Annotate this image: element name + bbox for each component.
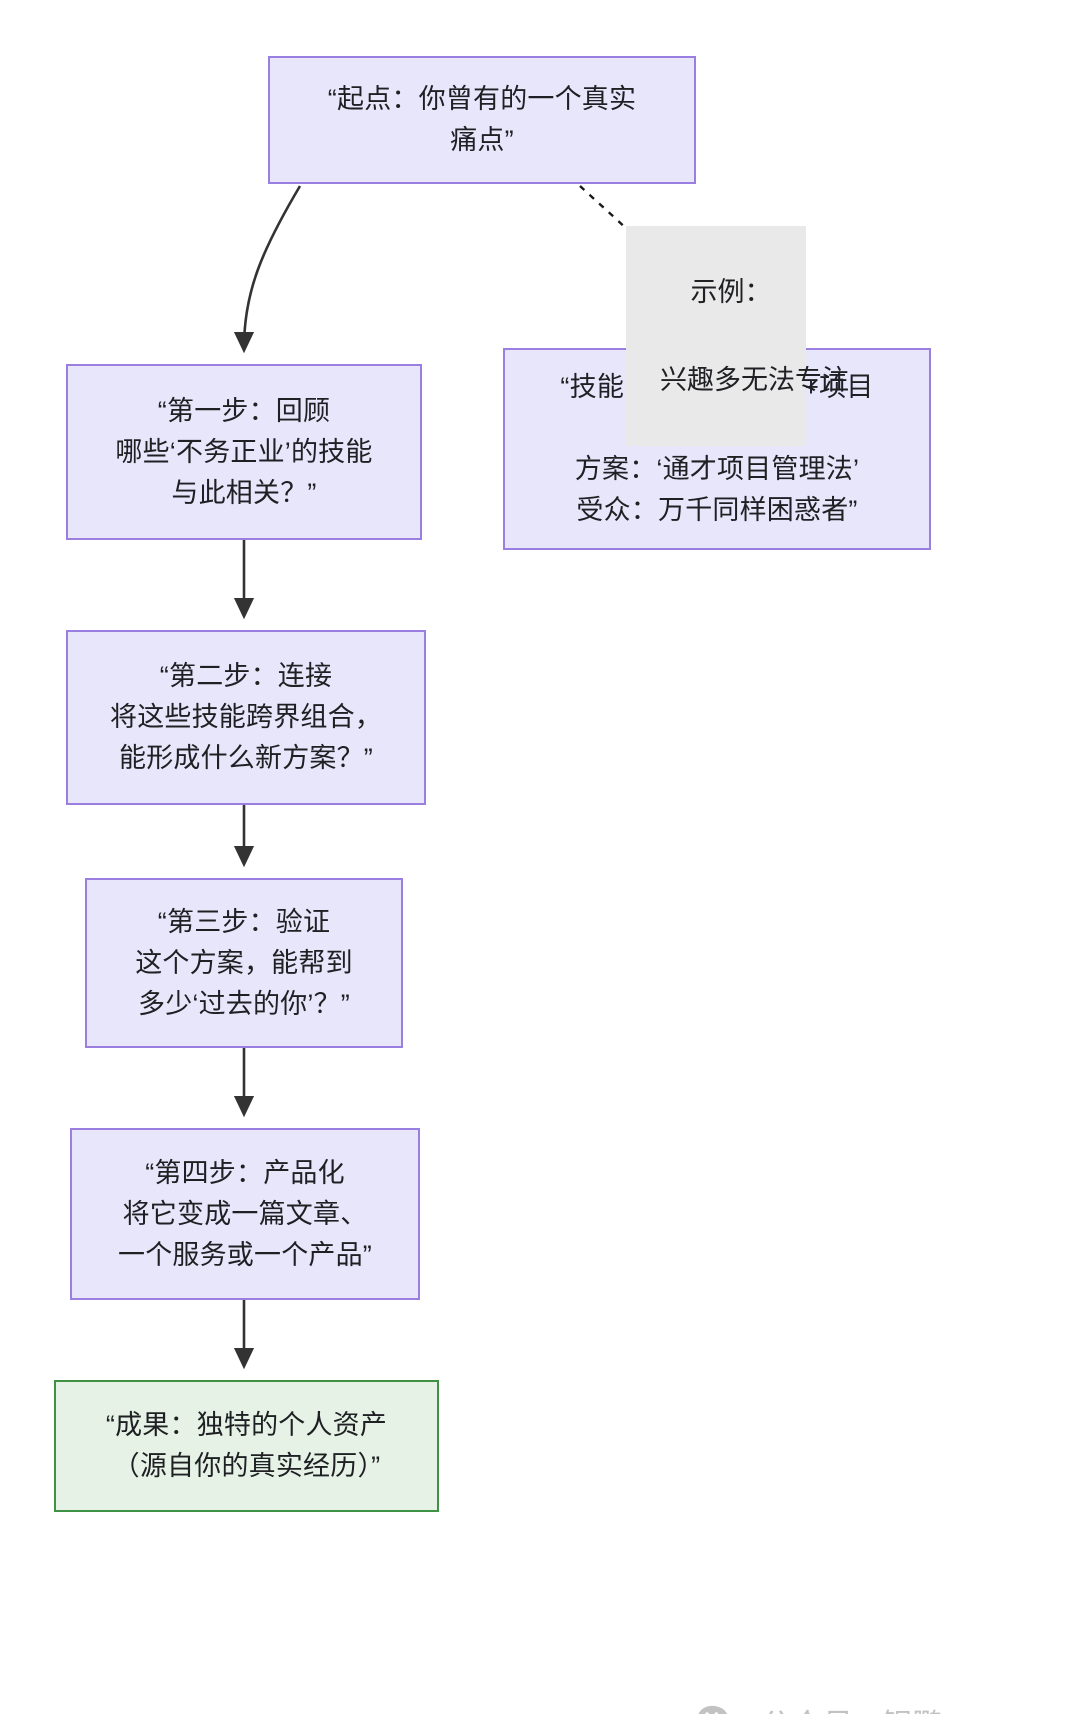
node-step1-line-1: “第一步：回顾 (157, 395, 331, 426)
edge-label-example-line-2: 兴趣多无法专注 (660, 365, 850, 395)
edge-start-to-step1 (233, 185, 302, 354)
node-step3-line-1: “第三步：验证 (157, 906, 331, 937)
node-start-line-1: “起点：你曾有的一个真实 (327, 84, 637, 114)
node-step2[interactable]: “第二步：连接 将这些技能跨界组合， 能形成什么新方案？” (66, 630, 426, 805)
node-outcome-line-2: （源自你的真实经历）” (112, 1451, 381, 1481)
node-step4-line-3: 一个服务或一个产品” (118, 1239, 372, 1270)
node-step4-line-1: “第四步：产品化 (145, 1157, 345, 1188)
edge-label-example: 示例： 兴趣多无法专注 (626, 226, 849, 446)
edge-label-example-line-1: 示例： (690, 277, 772, 307)
node-step4[interactable]: “第四步：产品化 将它变成一篇文章、 一个服务或一个产品” (70, 1128, 420, 1300)
node-start[interactable]: “起点：你曾有的一个真实 痛点” (268, 56, 696, 184)
node-step1[interactable]: “第一步：回顾 哪些‘不务正业’的技能 与此相关？” (66, 364, 422, 540)
node-outcome-line-1: “成果：独特的个人资产 (105, 1410, 388, 1440)
watermark-text: 公众号 · 鲲鹏Talk (761, 1700, 999, 1714)
node-step1-line-3: 与此相关？” (171, 477, 317, 508)
node-step3-line-3: 多少‘过去的你’？” (138, 988, 350, 1019)
node-example-line-3: 方案：‘通才项目管理法’ (574, 454, 860, 484)
node-outcome[interactable]: “成果：独特的个人资产 （源自你的真实经历）” (54, 1380, 439, 1512)
node-step3-line-2: 这个方案，能帮到 (135, 947, 353, 978)
node-step1-line-2: 哪些‘不务正业’的技能 (115, 436, 373, 467)
node-start-line-2: 痛点” (450, 125, 514, 155)
watermark: 公众号 · 鲲鹏Talk (697, 1630, 998, 1714)
node-step2-line-1: “第二步：连接 (159, 661, 333, 691)
node-example-line-4: 受众：万千同样困惑者” (576, 495, 858, 525)
node-step2-line-3: 能形成什么新方案？” (119, 743, 373, 773)
wechat-icon (697, 1630, 749, 1714)
node-step4-line-2: 将它变成一篇文章、 (122, 1198, 368, 1229)
node-step2-line-2: 将这些技能跨界组合， (110, 702, 382, 732)
node-step3[interactable]: “第三步：验证 这个方案，能帮到 多少‘过去的你’？” (85, 878, 403, 1048)
